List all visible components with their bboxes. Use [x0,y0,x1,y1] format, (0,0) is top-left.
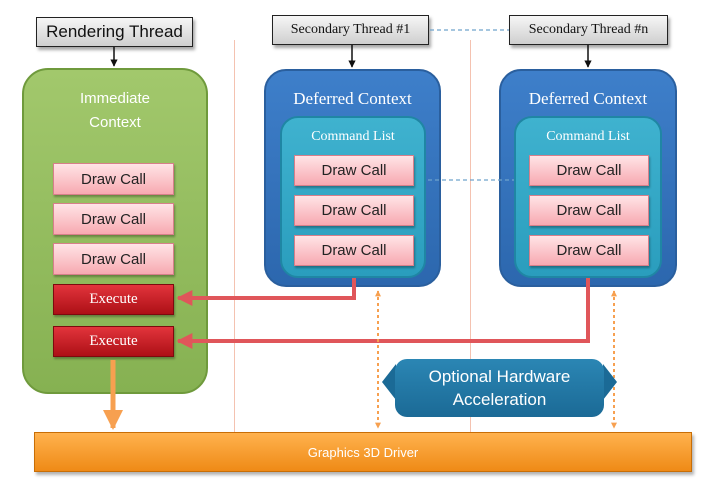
deferred-n-draw-call-2: Draw Call [529,195,649,226]
arrow-command-list-n-to-execute [176,278,590,349]
secondary-thread-1-label: Secondary Thread #1 [272,15,429,45]
immediate-draw-call-2: Draw Call [53,203,174,235]
rendering-thread-label: Rendering Thread [36,17,193,47]
graphics-driver-bar: Graphics 3D Driver [34,432,692,472]
deferred-n-draw-call-3: Draw Call [529,235,649,266]
column-divider-right [470,40,471,435]
deferred-1-draw-call-1: Draw Call [294,155,414,186]
deferred-1-draw-call-2: Draw Call [294,195,414,226]
immediate-context-title: Immediate Context [24,87,206,135]
immediate-draw-call-3: Draw Call [53,243,174,275]
execute-block-2: Execute [53,326,174,357]
optional-hardware-acceleration: Optional Hardware Acceleration [395,359,604,417]
deferred-context-n-title: Deferred Context [528,89,648,108]
column-divider-left [234,40,235,435]
immediate-draw-call-1: Draw Call [53,163,174,195]
execute-block-1: Execute [53,284,174,315]
secondary-thread-n-label: Secondary Thread #n [509,15,668,45]
command-list-n-title: Command List [546,129,630,144]
immediate-context-title-line1: Immediate [79,90,151,107]
command-list-1-title: Command List [311,129,395,144]
deferred-context-1-title: Deferred Context [293,89,412,108]
deferred-n-draw-call-1: Draw Call [529,155,649,186]
immediate-context-title-line2: Context [89,114,141,131]
deferred-1-draw-call-3: Draw Call [294,235,414,266]
